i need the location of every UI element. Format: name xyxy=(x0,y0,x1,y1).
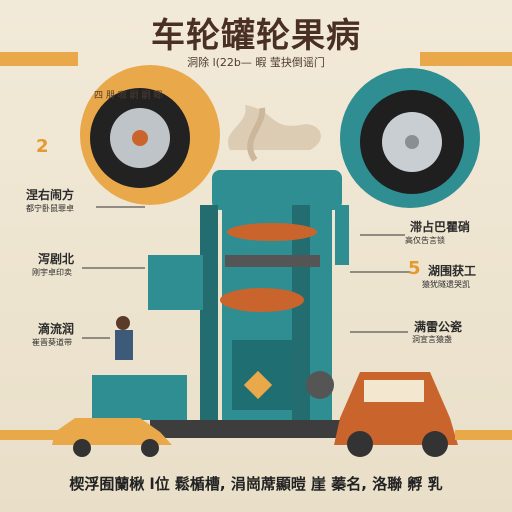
left-label-2: 泻剧北 xyxy=(38,252,75,266)
side-cabinet xyxy=(92,375,187,420)
car-left-wheel xyxy=(73,439,91,457)
smoke xyxy=(227,105,321,150)
header-band-right xyxy=(420,52,512,66)
control-box xyxy=(148,255,203,310)
left-sublabel-3: 崔晋葵道带 xyxy=(32,338,72,347)
car-right-wheel xyxy=(422,431,448,457)
footer-band-right xyxy=(455,430,512,440)
right-label-3: 满雷公瓷 xyxy=(414,320,463,334)
tagline: 四 朋 咖 嗣 嗣 唧 xyxy=(94,91,163,101)
left-sublabel-1: 都宁卧鼠罪卓 xyxy=(26,204,74,213)
left-label-1: 涅右闹方 xyxy=(26,188,75,202)
right-sublabel-3: 洞宣言猿盏 xyxy=(412,335,452,344)
footer-band-left xyxy=(0,430,70,440)
page-subtitle: 洞除 l(22b— 暇 莹抉倒谣门 xyxy=(187,56,325,69)
worker-body xyxy=(115,330,133,360)
steam xyxy=(247,107,266,162)
car-left-wheel xyxy=(141,439,159,457)
right-sublabel-2: 猿犹隧遗哭凯 xyxy=(422,280,470,289)
car-right-window xyxy=(364,380,424,402)
left-number: 2 xyxy=(36,136,49,157)
car-left xyxy=(52,418,172,445)
pillar-left xyxy=(200,205,218,420)
right-label-1: 滞占巴瞿硝 xyxy=(410,220,471,234)
left-label-3: 滴流润 xyxy=(38,322,75,336)
piston-mid xyxy=(220,288,304,312)
machine-base xyxy=(150,420,370,438)
right-sublabel-1: 高仅告言锁 xyxy=(405,236,445,245)
hub-right xyxy=(405,135,419,149)
right-label-2: 湖围获工 xyxy=(428,264,477,278)
left-sublabel-2: 刚宇卓印卖 xyxy=(32,268,72,277)
page-title: 车轮罐轮果病 xyxy=(151,16,361,56)
press-plate xyxy=(225,255,320,267)
worker-head xyxy=(116,316,130,330)
gear-wheel xyxy=(306,371,334,399)
press-top xyxy=(212,170,342,210)
car-right-wheel xyxy=(347,431,373,457)
footer-text: 楔浮囿蘭楸 l位 鬆楯槽, 涓崗蓆顯暟 崖 蓁名, 洛聯 孵 乳 xyxy=(69,475,443,493)
header-band-left xyxy=(0,52,78,66)
side-pipe xyxy=(335,205,349,265)
piston-top xyxy=(227,223,317,241)
right-number: 5 xyxy=(408,258,421,279)
hub-left xyxy=(132,130,148,146)
